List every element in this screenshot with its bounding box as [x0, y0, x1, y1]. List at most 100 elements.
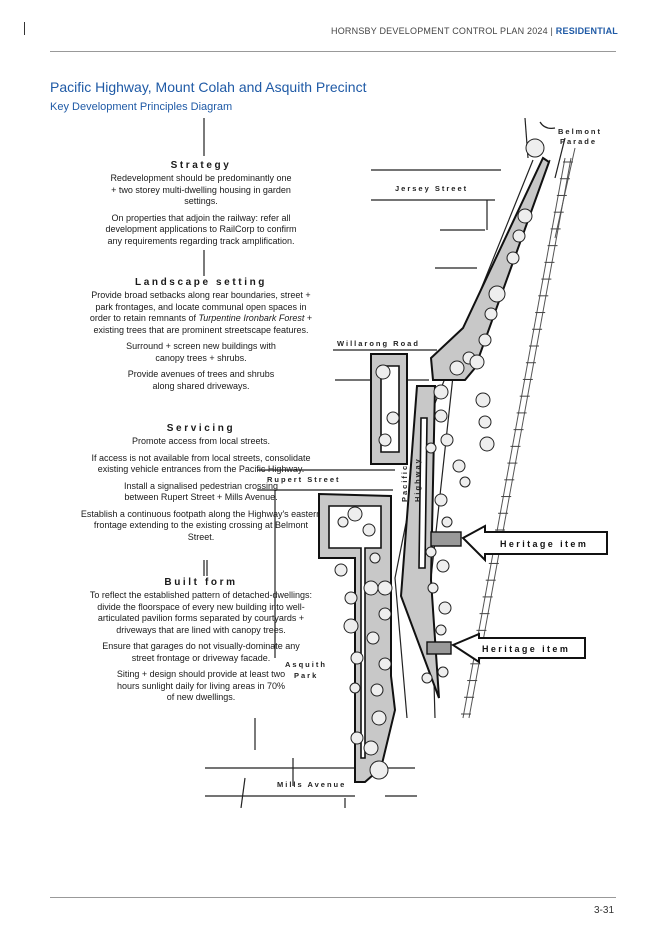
heritage-arrow-2 [450, 632, 586, 664]
tree-symbol [479, 436, 495, 452]
heritage-site-1 [430, 531, 462, 547]
built-form-p1: To reflect the established pattern of de… [89, 590, 313, 635]
tree-symbol [425, 546, 437, 558]
heritage-arrows [450, 524, 608, 664]
label-willarong-road: Willarong Road [337, 339, 420, 348]
tree-symbol [337, 516, 349, 528]
label-mills-avenue: Mills Avenue [277, 780, 346, 789]
running-header: HORNSBY DEVELOPMENT CONTROL PLAN 2024 | … [331, 26, 618, 36]
page-title: Pacific Highway, Mount Colah and Asquith… [50, 79, 367, 95]
tree-symbol [334, 563, 348, 577]
tree-symbol [441, 516, 453, 528]
label-belmont-2: Parade [560, 137, 597, 146]
strategy-heading: Strategy [170, 160, 232, 171]
tree-symbol [371, 710, 387, 726]
built-form-p3: Siting + design should provide at least … [116, 669, 286, 702]
tree-symbol [427, 582, 439, 594]
heritage-markers [426, 531, 462, 655]
label-asquith-2: Park [294, 671, 318, 680]
tree-symbol [478, 415, 492, 429]
tree-symbol [484, 307, 498, 321]
tree-symbol [377, 580, 393, 596]
label-rupert-street: Rupert Street [267, 475, 341, 484]
tree-symbol [475, 392, 491, 408]
tree-symbol [375, 364, 391, 380]
landscape-section: Landscape setting Provide broad setbacks… [56, 277, 346, 397]
label-highway: Highway [413, 457, 422, 502]
landscape-p1-a: Provide broad setbacks along rear bounda… [89, 290, 311, 323]
tree-symbol [438, 601, 452, 615]
landscape-p2: Surround + screen new buildings with can… [126, 341, 276, 363]
page-subtitle: Key Development Principles Diagram [50, 101, 233, 113]
heritage-site-2 [426, 641, 452, 655]
landscape-p1-em: Turpentine Ironbark Forest [198, 313, 305, 323]
header-section: RESIDENTIAL [555, 26, 618, 36]
label-jersey-street: Jersey Street [395, 184, 468, 193]
tree-symbol [512, 229, 526, 243]
servicing-p3: Install a signalised pedestrian crossing… [123, 480, 279, 503]
servicing-p2: If access is not available from local st… [91, 452, 311, 475]
heritage-label-2: Heritage item [482, 644, 570, 654]
tree-symbol [421, 672, 433, 684]
tree-symbol [378, 607, 392, 621]
servicing-section: Servicing Promote access from local stre… [56, 423, 346, 548]
header-doc-title: HORNSBY DEVELOPMENT CONTROL PLAN 2024 [331, 26, 548, 36]
tree-symbol [434, 493, 448, 507]
built-form-p2: Ensure that garages do not visually-domi… [102, 641, 300, 663]
heritage-arrow-1 [461, 524, 608, 563]
tree-symbol [435, 624, 447, 636]
tree-symbol [433, 384, 449, 400]
tree-symbol [344, 591, 358, 605]
landscape-p3: Provide avenues of trees and shrubs alon… [127, 369, 275, 391]
tree-symbol [363, 740, 379, 756]
tree-symbol [437, 666, 449, 678]
tree-symbol [440, 433, 454, 447]
site-voids [328, 365, 428, 759]
margin-marker [24, 22, 25, 35]
tree-symbol [517, 208, 533, 224]
tree-symbol [349, 682, 361, 694]
footer-rule [50, 897, 616, 898]
tree-symbol [378, 433, 392, 447]
tree-symbol [363, 580, 379, 596]
tree-symbol [449, 360, 465, 376]
railway-ticks [461, 161, 573, 715]
tree-symbol [506, 251, 520, 265]
tree-symbol [425, 442, 437, 454]
tree-symbol [436, 559, 450, 573]
tree-symbol [366, 631, 380, 645]
railway-line [462, 147, 576, 719]
label-asquith-1: Asquith [285, 660, 327, 669]
label-belmont-1: Belmont [558, 127, 602, 136]
page-number: 3-31 [593, 905, 614, 916]
precinct-diagram: Heritage item Heritage item Belmont Para… [203, 118, 608, 808]
heritage-label-1: Heritage item [500, 539, 588, 549]
tree-symbol [469, 354, 485, 370]
tree-symbol [452, 459, 466, 473]
header-rule [50, 51, 616, 52]
servicing-p4: Establish a continuous footpath along th… [80, 508, 322, 542]
tree-symbol [434, 409, 448, 423]
tree-symbol [525, 138, 545, 158]
tree-symbol [478, 333, 492, 347]
landscape-heading: Landscape setting [135, 277, 267, 288]
built-form-heading: Built form [164, 577, 238, 588]
header-separator: | [547, 26, 556, 36]
canopy-trees [334, 138, 545, 780]
tree-symbol [350, 731, 364, 745]
tree-symbol [488, 285, 506, 303]
tree-symbol [343, 618, 359, 634]
landscape-p1-b: + existing trees that are prominent stre… [93, 313, 313, 335]
tree-symbol [378, 657, 392, 671]
tree-symbol [386, 411, 400, 425]
built-form-section: Built form To reflect the established pa… [56, 577, 346, 709]
strategy-p1: Redevelopment should be predominantly on… [110, 173, 292, 206]
tree-symbol [459, 476, 471, 488]
landscape-p1: Provide broad setbacks along rear bounda… [56, 290, 346, 336]
servicing-p1: Promote access from local streets. [131, 436, 271, 446]
tree-symbol [350, 651, 364, 665]
tree-symbol [370, 683, 384, 697]
tree-symbol [347, 506, 363, 522]
tree-symbol [369, 760, 389, 780]
strategy-section: Strategy Redevelopment should be predomi… [56, 160, 346, 252]
